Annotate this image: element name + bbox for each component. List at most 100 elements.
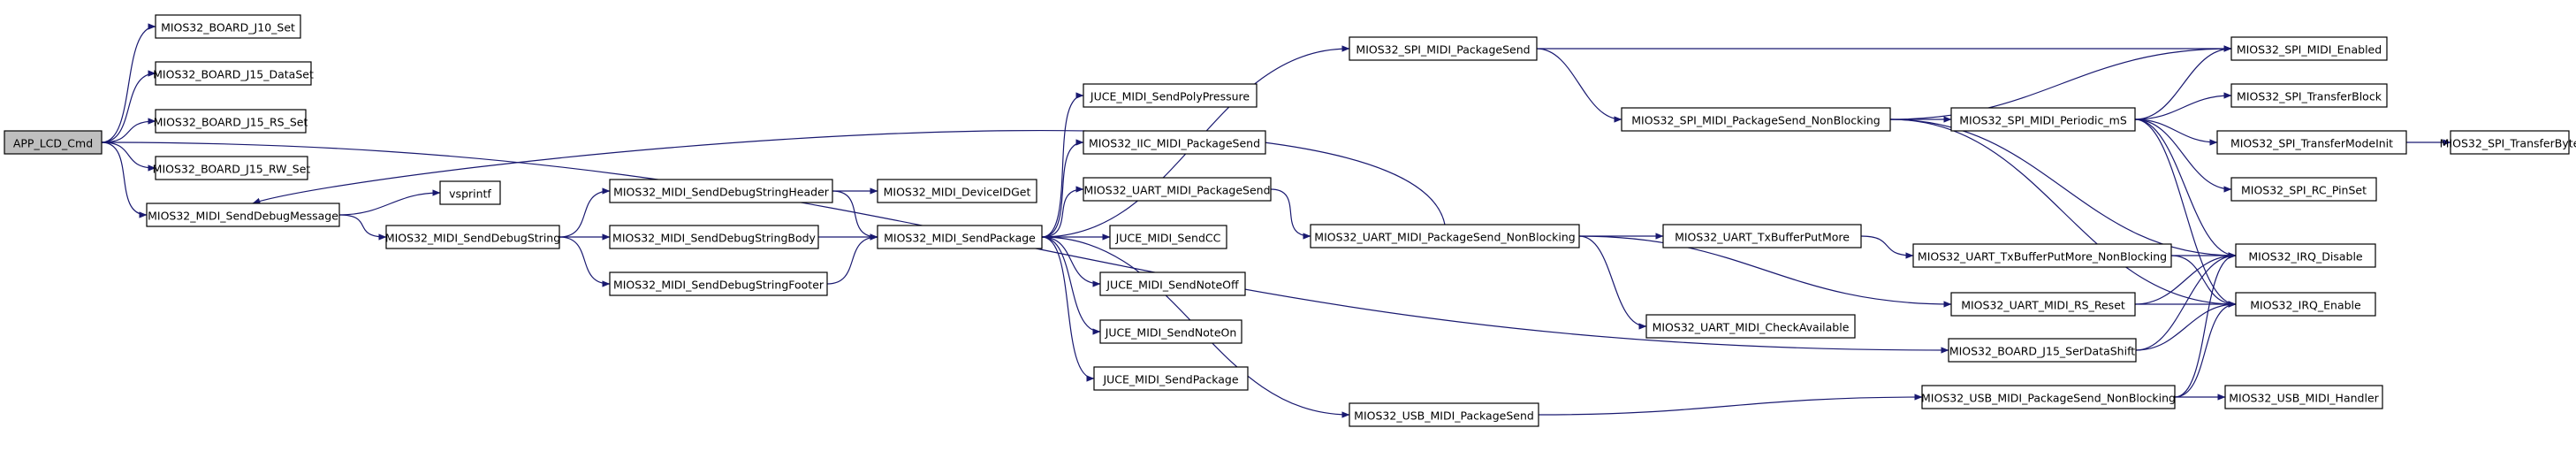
edge-n26-n32 xyxy=(2134,92,2232,120)
node-mios32-usb-midi-handler[interactable]: MIOS32_USB_MIDI_Handler xyxy=(2224,385,2383,409)
node-mios32-uart-midi-packagesend[interactable]: MIOS32_UART_MIDI_PackageSend xyxy=(1083,177,1272,202)
node-mios32-midi-deviceidget[interactable]: MIOS32_MIDI_DeviceIDGet xyxy=(877,179,1037,203)
node-box xyxy=(146,203,340,227)
edge-n26-n33 xyxy=(2134,119,2218,146)
node-mios32-spi-midi-packagesend-nonblocking[interactable]: MIOS32_SPI_MIDI_PackageSend_NonBlocking xyxy=(1621,107,1891,132)
node-label: MIOS32_UART_MIDI_PackageSend_NonBlocking xyxy=(1314,231,1575,244)
node-box xyxy=(1109,225,1227,249)
node-box xyxy=(1349,402,1539,427)
node-mios32-iic-midi-packagesend[interactable]: MIOS32_IIC_MIDI_PackageSend xyxy=(1083,130,1266,155)
node-mios32-midi-senddebugmessage[interactable]: MIOS32_MIDI_SendDebugMessage xyxy=(146,203,340,227)
node-mios32-spi-midi-enabled[interactable]: MIOS32_SPI_MIDI_Enabled xyxy=(2230,36,2388,61)
node-mios32-board-j15-rs-set[interactable]: MIOS32_BOARD_J15_RS_Set xyxy=(154,109,308,134)
node-mios32-spi-rc-pinset[interactable]: MIOS32_SPI_RC_PinSet xyxy=(2230,177,2377,202)
node-mios32-uart-midi-packagesend-nonblocking[interactable]: MIOS32_UART_MIDI_PackageSend_NonBlocking xyxy=(1310,224,1580,248)
node-label: MIOS32_MIDI_SendPackage xyxy=(884,232,1036,245)
edge-n29-n35 xyxy=(2135,252,2237,351)
node-mios32-uart-txbufferputmore-nonblocking[interactable]: MIOS32_UART_TxBufferPutMore_NonBlocking xyxy=(1912,243,2172,268)
node-label: MIOS32_UART_MIDI_CheckAvailable xyxy=(1653,321,1850,334)
node-mios32-uart-txbufferputmore[interactable]: MIOS32_UART_TxBufferPutMore xyxy=(1662,224,1862,248)
node-mios32-spi-midi-packagesend[interactable]: MIOS32_SPI_MIDI_PackageSend xyxy=(1349,36,1538,61)
node-box xyxy=(2230,83,2388,108)
node-box xyxy=(1950,107,2136,132)
node-label: MIOS32_SPI_TransferByte xyxy=(2440,137,2576,150)
node-box xyxy=(1645,314,1856,339)
edge-n29-n36 xyxy=(2135,301,2237,351)
edge-n22-n28 xyxy=(1578,235,1952,308)
node-mios32-spi-transferblock[interactable]: MIOS32_SPI_TransferBlock xyxy=(2230,83,2388,108)
node-mios32-spi-transfermodeinit[interactable]: MIOS32_SPI_TransferModeInit xyxy=(2216,130,2407,155)
node-label: MIOS32_BOARD_J15_SerDataShift xyxy=(1949,345,2135,358)
node-mios32-usb-midi-packagesend-nonblocking[interactable]: MIOS32_USB_MIDI_PackageSend_NonBlocking xyxy=(1921,385,2176,409)
node-box xyxy=(1083,130,1266,155)
node-box xyxy=(2230,36,2388,61)
node-mios32-spi-midi-periodic-ms[interactable]: MIOS32_SPI_MIDI_Periodic_mS xyxy=(1950,107,2136,132)
node-mios32-uart-midi-rs-reset[interactable]: MIOS32_UART_MIDI_RS_Reset xyxy=(1950,292,2136,317)
node-box xyxy=(1662,224,1862,248)
node-box xyxy=(155,61,312,86)
node-mios32-usb-midi-packagesend[interactable]: MIOS32_USB_MIDI_PackageSend xyxy=(1349,402,1539,427)
node-box xyxy=(2216,130,2407,155)
node-label: MIOS32_UART_MIDI_PackageSend xyxy=(1083,184,1270,197)
nodes-layer: APP_LCD_Cmd MIOS32_BOARD_J10_SetMIOS32_BO… xyxy=(4,14,2576,427)
node-mios32-board-j10-set[interactable]: MIOS32_BOARD_J10_Set xyxy=(155,14,301,39)
node-mios32-midi-senddebugstringbody[interactable]: MIOS32_MIDI_SendDebugStringBody xyxy=(609,225,819,249)
node-mios32-board-j15-dataset[interactable]: MIOS32_BOARD_J15_DataSet xyxy=(153,61,314,86)
edge-n23-n31 xyxy=(1889,45,2232,120)
node-vsprintf[interactable]: vsprintf xyxy=(439,180,501,205)
edge-n30-n36 xyxy=(2174,301,2237,398)
node-box xyxy=(1099,271,1246,296)
node-juce-midi-sendpolypressure[interactable]: JUCE_MIDI_SendPolyPressure xyxy=(1083,83,1258,108)
node-mios32-midi-senddebugstringfooter[interactable]: MIOS32_MIDI_SendDebugStringFooter xyxy=(609,271,828,296)
edge-n30-n35 xyxy=(2174,252,2237,398)
node-label: JUCE_MIDI_SendNoteOn xyxy=(1105,326,1237,340)
node-label: MIOS32_MIDI_SendDebugStringBody xyxy=(612,232,816,245)
node-mios32-board-j15-serdatashift[interactable]: MIOS32_BOARD_J15_SerDataShift xyxy=(1948,338,2137,363)
node-box xyxy=(1083,177,1272,202)
edge-n23-n35 xyxy=(1889,119,2237,259)
node-mios32-spi-transferbyte[interactable]: MIOS32_SPI_TransferByte xyxy=(2440,130,2576,155)
node-label: MIOS32_USB_MIDI_PackageSend_NonBlocking xyxy=(1921,392,2176,405)
node-box xyxy=(1921,385,2176,409)
edge-n7-n8 xyxy=(559,187,611,238)
node-app-lcd-cmd[interactable]: APP_LCD_Cmd xyxy=(4,130,103,155)
node-mios32-midi-senddebugstringheader[interactable]: MIOS32_MIDI_SendDebugStringHeader xyxy=(609,179,833,203)
node-box xyxy=(609,225,819,249)
edge-n26-n35 xyxy=(2134,119,2237,259)
node-label: JUCE_MIDI_SendCC xyxy=(1115,232,1221,245)
node-juce-midi-sendpackage[interactable]: JUCE_MIDI_SendPackage xyxy=(1093,366,1249,391)
node-mios32-irq-disable[interactable]: MIOS32_IRQ_Disable xyxy=(2235,243,2376,268)
node-label: JUCE_MIDI_SendNoteOff xyxy=(1106,279,1239,292)
edge-n20-n23 xyxy=(1536,48,1622,123)
node-box xyxy=(1349,36,1538,61)
node-juce-midi-sendnoteon[interactable]: JUCE_MIDI_SendNoteOn xyxy=(1099,319,1242,344)
node-box xyxy=(2235,243,2376,268)
node-box xyxy=(877,225,1043,249)
node-box xyxy=(1083,83,1258,108)
node-box xyxy=(1950,292,2136,317)
node-mios32-midi-senddebugstring[interactable]: MIOS32_MIDI_SendDebugString xyxy=(385,225,560,249)
node-juce-midi-sendcc[interactable]: JUCE_MIDI_SendCC xyxy=(1109,225,1227,249)
node-box xyxy=(2450,130,2570,155)
node-label: MIOS32_MIDI_DeviceIDGet xyxy=(884,186,1031,199)
node-box xyxy=(439,180,501,205)
node-label: MIOS32_BOARD_J15_DataSet xyxy=(153,68,314,81)
node-mios32-uart-midi-checkavailable[interactable]: MIOS32_UART_MIDI_CheckAvailable xyxy=(1645,314,1856,339)
edge-n12-n13 xyxy=(1041,92,1084,238)
edge-n0-n5 xyxy=(101,141,148,218)
node-label: MIOS32_BOARD_J10_Set xyxy=(161,21,295,34)
node-box xyxy=(877,179,1037,203)
node-box xyxy=(2230,177,2377,202)
node-mios32-midi-sendpackage[interactable]: MIOS32_MIDI_SendPackage xyxy=(877,225,1043,249)
edge-n23-n36 xyxy=(1889,119,2237,308)
edge-n26-n34 xyxy=(2134,119,2232,193)
node-mios32-board-j15-rw-set[interactable]: MIOS32_BOARD_J15_RW_Set xyxy=(153,156,311,180)
edge-n12-n18 xyxy=(1041,236,1101,335)
node-label: MIOS32_SPI_MIDI_Enabled xyxy=(2237,43,2382,57)
edge-n5-n6 xyxy=(338,189,441,216)
node-label: MIOS32_UART_MIDI_RS_Reset xyxy=(1961,299,2125,312)
node-mios32-irq-enable[interactable]: MIOS32_IRQ_Enable xyxy=(2235,292,2376,317)
node-juce-midi-sendnoteoff[interactable]: JUCE_MIDI_SendNoteOff xyxy=(1099,271,1246,296)
node-box xyxy=(1621,107,1891,132)
